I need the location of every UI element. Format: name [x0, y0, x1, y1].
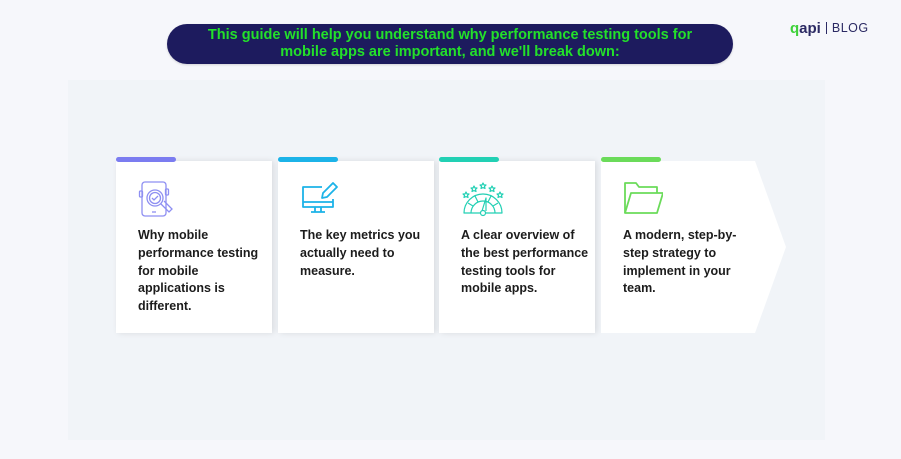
- banner-line-1: This guide will help you understand why …: [207, 27, 693, 43]
- card-mobile-testing: Why mobile performance testing for mobil…: [116, 157, 272, 333]
- brand-logo[interactable]: qapi BLOG: [790, 18, 869, 38]
- card-text: The key metrics you actually need to mea…: [300, 228, 421, 278]
- gauge-stars-icon: [462, 182, 504, 217]
- card-text: A clear overview of the best performance…: [461, 228, 589, 296]
- qapi-logo: qapi: [790, 19, 821, 37]
- arrow-card-shape: [601, 161, 786, 333]
- card-accent-bar: [278, 157, 338, 162]
- blog-label: BLOG: [831, 21, 869, 35]
- card-tools-overview: A clear overview of the best performance…: [439, 157, 595, 333]
- folder-open-icon: [624, 182, 663, 214]
- card-text: Why mobile performance testing for mobil…: [138, 228, 259, 314]
- brand-divider: [825, 22, 827, 34]
- card-text: A modern, step-by-step strategy to imple…: [623, 228, 737, 296]
- card-accent-bar: [601, 157, 661, 162]
- card-accent-bar: [439, 157, 499, 162]
- banner-line-2: mobile apps are important, and we'll bre…: [280, 44, 620, 60]
- card-accent-bar: [116, 157, 176, 162]
- card-strategy: A modern, step-by-step strategy to imple…: [601, 157, 786, 333]
- intro-banner: This guide will help you understand why …: [167, 24, 733, 64]
- mobile-search-check-icon: [138, 181, 173, 217]
- card-key-metrics: The key metrics you actually need to mea…: [278, 157, 434, 333]
- monitor-edit-icon: [302, 182, 338, 213]
